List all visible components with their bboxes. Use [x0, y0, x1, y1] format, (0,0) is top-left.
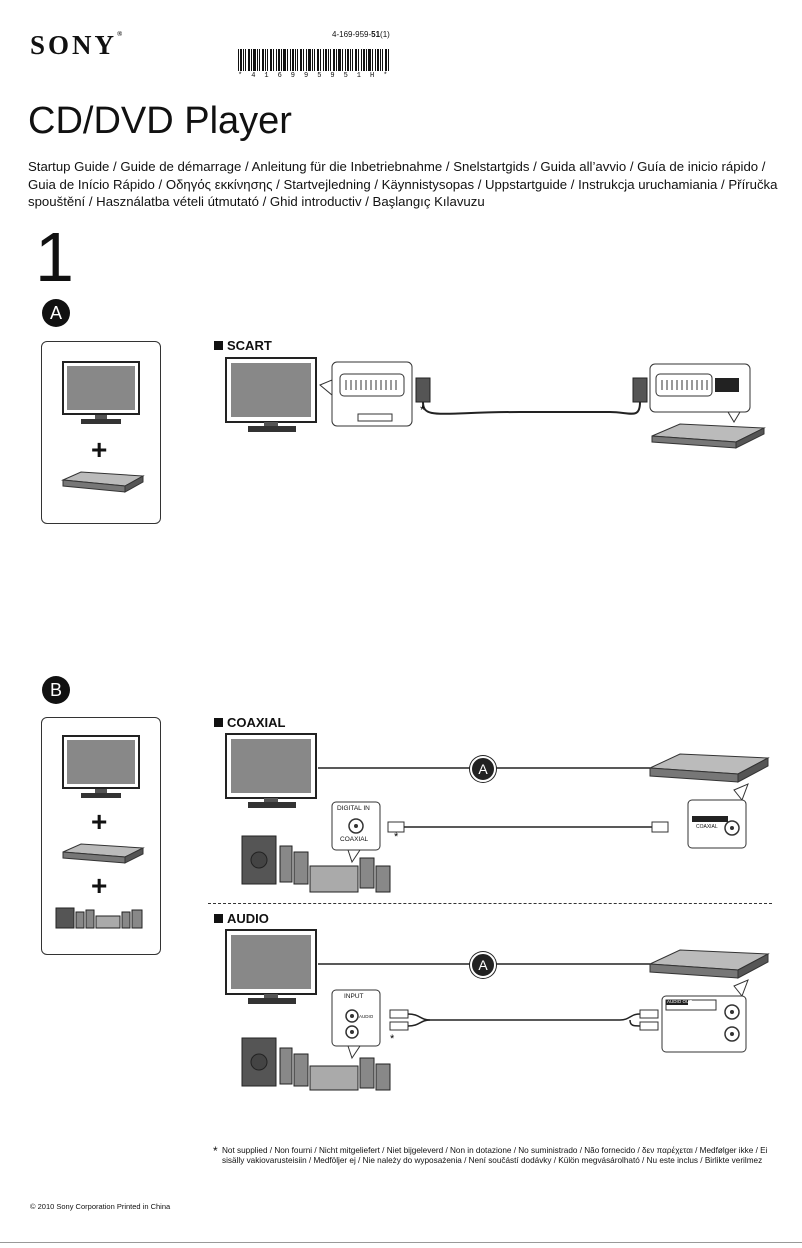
plus-sign: + [91, 434, 108, 465]
tv-scart-callout [319, 361, 413, 427]
audio-cable [389, 1009, 659, 1031]
coaxial-cable [387, 821, 669, 833]
coaxial-diagram: * [225, 733, 770, 893]
not-supplied-star: * [390, 1033, 395, 1045]
plus-sign: + [91, 806, 108, 837]
input-audio-label: AUDIO [359, 1014, 374, 1019]
copyright: © 2010 Sony Corporation Printed in China [30, 1202, 171, 1211]
scart-label: SCART [214, 338, 272, 353]
dvd-player-icon [649, 753, 770, 783]
plus-sign: + [91, 870, 108, 901]
section-b-device-panel: + + [41, 717, 161, 955]
page-title: CD/DVD Player [28, 100, 292, 142]
cable-badge-a: A [470, 952, 496, 978]
dvd-player-icon [651, 423, 766, 449]
digital-in-label: DIGITAL IN [337, 805, 370, 812]
digital-out-callout [687, 783, 749, 849]
not-supplied-star: * [420, 403, 425, 417]
home-theater-icon [241, 1037, 391, 1091]
scart-diagram: * [225, 357, 766, 449]
footnote-text: Not supplied / Non fourni / Nicht mitgel… [222, 1146, 768, 1166]
tv-icon [225, 733, 317, 808]
input-label: INPUT [344, 993, 364, 1000]
tv-icon [62, 361, 140, 424]
guide-titles: Startup Guide / Guide de démarrage / Anl… [28, 159, 778, 209]
tv-icon [225, 929, 317, 1004]
player-scart-callout [649, 363, 751, 423]
audio-out-label: AUDIO OUT [667, 999, 693, 1004]
bottom-rule [0, 1242, 802, 1243]
scart-cable [415, 377, 648, 415]
sony-logo: SONY® [30, 30, 123, 60]
part-number: 4-169-959-51(1) [332, 30, 390, 39]
footnote-marker: * [213, 1144, 218, 1158]
section-b-badge: B [42, 676, 70, 704]
dvd-player-icon [62, 843, 145, 864]
brand-name: SONY [30, 30, 118, 60]
digital-out-label: DIGITAL OUT [692, 809, 723, 815]
coaxial-in-label: COAXIAL [340, 836, 369, 843]
section-a-badge: A [42, 299, 70, 327]
step-number: 1 [35, 218, 74, 296]
digital-in-callout [331, 801, 381, 864]
barcode-graphic [238, 49, 389, 71]
cable-badge-a: A [470, 756, 496, 782]
coaxial-label: COAXIAL [214, 715, 286, 730]
audio-label: AUDIO [214, 911, 269, 926]
tv-icon [62, 735, 140, 798]
audio-out-callout [661, 979, 749, 1053]
home-theater-icon [241, 835, 391, 893]
audio-diagram: * [225, 929, 770, 1091]
section-divider [208, 903, 772, 904]
dvd-player-icon [649, 949, 770, 979]
coaxial-out-label: COAXIAL [696, 824, 718, 830]
tv-icon [225, 357, 317, 432]
section-a-device-panel: + [41, 341, 161, 524]
dvd-player-icon [61, 471, 145, 493]
input-callout [331, 989, 381, 1060]
home-theater-icon [55, 907, 143, 929]
barcode-text: * 4 1 6 9 9 5 9 5 1 H * [238, 72, 390, 80]
not-supplied-star: * [394, 831, 399, 843]
